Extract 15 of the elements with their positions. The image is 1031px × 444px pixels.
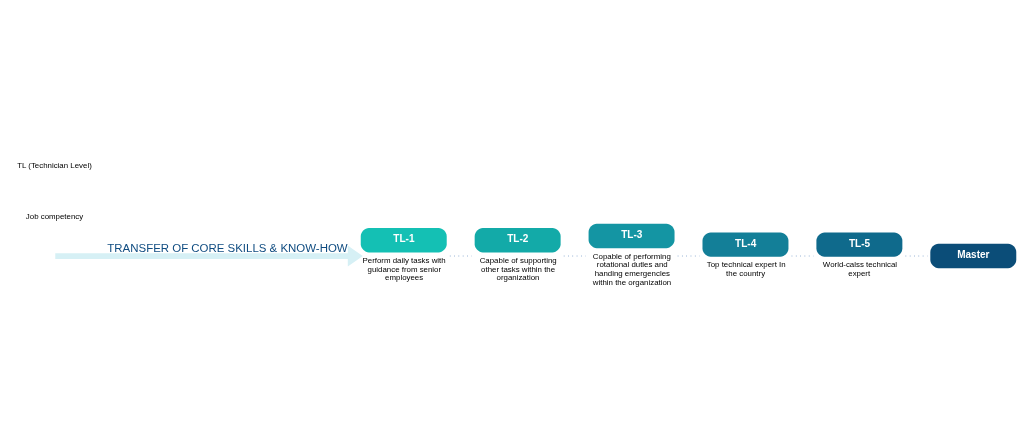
node-label: Capable of supporting other tasks within the organization: [479, 256, 557, 283]
node-box: TL-3: [588, 223, 675, 249]
node-box: Master: [930, 243, 1017, 269]
node-label: Top technical expert In the country: [706, 260, 786, 278]
node-label: World-calss technical expert: [822, 260, 898, 278]
arrow: [55, 245, 363, 267]
node-box: TL-5: [816, 232, 903, 257]
label: TL (Technician Level): [17, 160, 92, 170]
edge-label: TRANSFER OF CORE SKILLS & KNOW-HOW: [107, 242, 348, 255]
node-box: TL-1: [360, 228, 447, 253]
node-box: TL-2: [474, 228, 561, 253]
label: Job competency: [25, 212, 84, 222]
node-box: TL-4: [702, 232, 789, 257]
node-label: Perform daily tasks with guidance from senior employees: [362, 256, 446, 283]
node-label: Copable of performing rotational dutles and handing emergencles within the organization: [592, 251, 672, 287]
